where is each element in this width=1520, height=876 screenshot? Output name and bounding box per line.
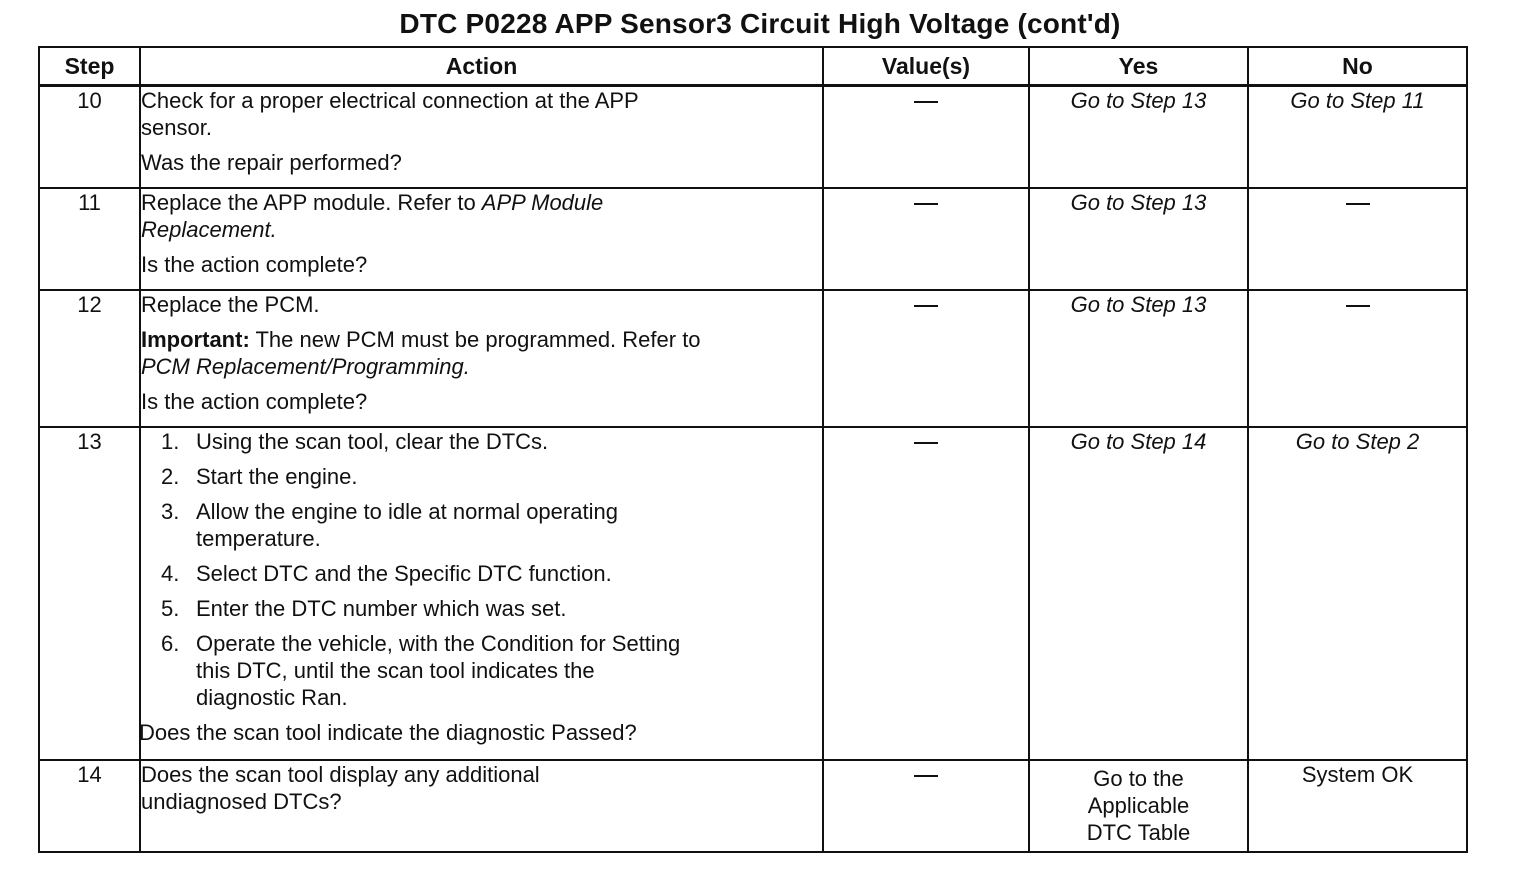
- header-yes: Yes: [1028, 46, 1249, 87]
- reference-link: APP Module: [481, 189, 604, 215]
- value-cell: —: [822, 186, 1030, 291]
- list-item: 5.Enter the DTC number which was set.: [161, 595, 567, 621]
- no-cell: —: [1247, 186, 1468, 291]
- value-cell: —: [822, 425, 1030, 761]
- action-text-prefix: Replace the APP module. Refer to: [141, 189, 482, 215]
- value-cell: —: [822, 288, 1030, 428]
- yes-cell: Go to Step 13: [1028, 186, 1249, 291]
- no-cell: —: [1247, 288, 1468, 428]
- no-cell: Go to Step 11: [1247, 84, 1468, 189]
- action-text: Replace the PCM.: [141, 291, 320, 317]
- diagnostic-table: Step Action Value(s) Yes No 10 Check for…: [38, 46, 1468, 853]
- no-cell: Go to Step 2: [1247, 425, 1468, 761]
- action-text: Replace the APP module. Refer to APP Mod…: [141, 189, 822, 216]
- step-number: 11: [38, 186, 141, 291]
- procedure-list: 1.Using the scan tool, clear the DTCs. 2…: [141, 428, 822, 711]
- action-cell: 1.Using the scan tool, clear the DTCs. 2…: [139, 425, 824, 761]
- action-text: undiagnosed DTCs?: [141, 788, 342, 814]
- dash-mark: —: [914, 304, 938, 307]
- table-row-step-11: 11 Replace the APP module. Refer to APP …: [38, 186, 1468, 291]
- table-row-step-12: 12 Replace the PCM. Important: The new P…: [38, 288, 1468, 428]
- table-row-step-14: 14 Does the scan tool display any additi…: [38, 758, 1468, 853]
- step-number: 13: [38, 425, 141, 761]
- action-cell: Does the scan tool display any additiona…: [139, 758, 824, 853]
- step-number: 10: [38, 84, 141, 189]
- action-text: sensor.: [141, 115, 212, 140]
- dash-mark: —: [914, 202, 938, 205]
- reference-link: Replacement.: [141, 216, 277, 242]
- header-action: Action: [139, 46, 824, 87]
- list-item: 3.Allow the engine to idle at normal ope…: [161, 498, 618, 551]
- table-row-step-13: 13 1.Using the scan tool, clear the DTCs…: [38, 425, 1468, 761]
- action-cell: Check for a proper electrical connection…: [139, 84, 824, 189]
- list-item: 2.Start the engine.: [161, 463, 358, 489]
- value-cell: —: [822, 758, 1030, 853]
- step-number: 14: [38, 758, 141, 853]
- reference-link: PCM Replacement/Programming.: [141, 353, 470, 379]
- header-values: Value(s): [822, 46, 1030, 87]
- table-row-step-10: 10 Check for a proper electrical connect…: [38, 84, 1468, 189]
- step-number: 12: [38, 288, 141, 428]
- action-text: Does the scan tool display any additiona…: [141, 761, 540, 787]
- action-text: Check for a proper electrical connection…: [141, 88, 639, 113]
- action-cell: Replace the APP module. Refer to APP Mod…: [139, 186, 824, 291]
- important-text: The new PCM must be programmed. Refer to: [249, 326, 701, 352]
- list-item: 6.Operate the vehicle, with the Conditio…: [161, 630, 681, 710]
- dash-mark: —: [1345, 304, 1370, 307]
- yes-cell: Go to Step 13: [1028, 288, 1249, 428]
- header-step: Step: [38, 46, 141, 87]
- action-question: Is the action complete?: [141, 388, 368, 414]
- list-item: 1.Using the scan tool, clear the DTCs.: [161, 428, 549, 454]
- important-note: Important: The new PCM must be programme…: [141, 326, 822, 353]
- yes-cell: Go to Step 14: [1028, 425, 1249, 761]
- action-question: Does the scan tool indicate the diagnost…: [139, 719, 637, 745]
- action-question: Was the repair performed?: [141, 150, 402, 175]
- important-label: Important:: [141, 326, 250, 352]
- dash-mark: —: [1345, 202, 1370, 205]
- yes-cell: Go to Step 13: [1028, 84, 1249, 189]
- dash-mark: —: [914, 101, 938, 104]
- yes-cell: Go to the Applicable DTC Table: [1028, 758, 1249, 853]
- header-no: No: [1247, 46, 1468, 87]
- action-cell: Replace the PCM. Important: The new PCM …: [139, 288, 824, 428]
- dash-mark: —: [914, 774, 938, 777]
- list-item: 4.Select DTC and the Specific DTC functi…: [161, 560, 612, 586]
- page-title: DTC P0228 APP Sensor3 Circuit High Volta…: [399, 8, 1121, 39]
- action-question: Is the action complete?: [141, 251, 368, 277]
- no-cell: System OK: [1247, 758, 1468, 853]
- value-cell: —: [822, 84, 1030, 189]
- dash-mark: —: [914, 441, 938, 444]
- table-header-row: Step Action Value(s) Yes No: [38, 46, 1468, 87]
